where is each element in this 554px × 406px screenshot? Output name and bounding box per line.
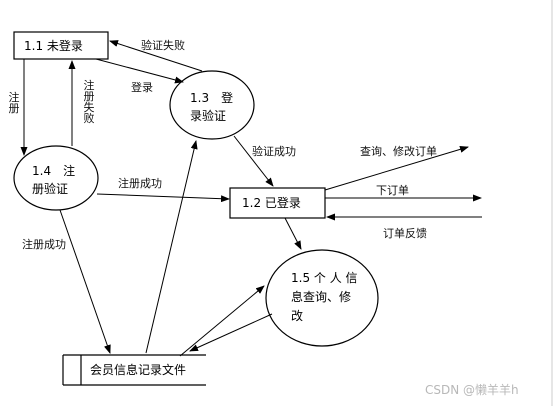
node-label-line: 1.5 个 人 信 — [291, 271, 358, 285]
node-label-not-logged-in: 1.1 未登录 — [24, 39, 83, 53]
arrow-to-personal-info — [284, 217, 302, 250]
arrow-personal-info-to-file — [189, 313, 273, 352]
flow-label-register-fail: 注册失败 — [83, 80, 95, 124]
node-label-personal-info: 1.5 个 人 信 息查询、修 改 — [291, 269, 373, 326]
arrow-query-modify-order — [324, 145, 469, 191]
process-ellipse-personal-info — [265, 249, 379, 347]
flow-label-query-modify-order: 查询、修改订单 — [360, 145, 437, 158]
watermark: CSDN @懒羊羊h — [425, 383, 519, 397]
arrow-file-to-login-verify — [145, 140, 198, 354]
arrow-verify-fail — [109, 40, 203, 72]
vertical-label-char: 败 — [83, 112, 95, 125]
arrow-register-success-right — [96, 193, 230, 203]
flow-label-place-order: 下订单 — [376, 184, 409, 197]
node-label-login-verify: 1.3 登 录验证 — [190, 89, 240, 125]
flow-label-verify-success: 验证成功 — [252, 145, 296, 158]
vertical-label-text: 注册失败 — [83, 80, 95, 124]
data-store-label: 会员信息记录文件 — [90, 363, 187, 377]
flow-label-register-success-down: 注册成功 — [22, 238, 66, 251]
vertical-label-text: 注册 — [8, 92, 20, 114]
page-border — [551, 0, 553, 406]
process-box-not-logged-in — [13, 31, 109, 60]
vertical-label-char: 册 — [8, 102, 20, 115]
node-label-line: 1.3 登 — [190, 91, 234, 105]
data-store-member-file — [62, 354, 206, 386]
vertical-label-char: 册 — [83, 90, 95, 103]
process-ellipse-login-verify — [169, 70, 255, 140]
flow-label-verify-fail: 验证失败 — [141, 39, 185, 52]
node-label-line: 息查询、修 — [291, 290, 352, 304]
node-label-register-verify: 1.4 注 册验证 — [32, 162, 84, 198]
arrow-verify-success — [233, 135, 274, 187]
flow-label-login: 登录 — [131, 81, 153, 94]
flow-label-register: 注册 — [8, 92, 20, 114]
vertical-label-char: 注 — [8, 91, 20, 104]
process-ellipse-register-verify — [13, 145, 99, 211]
flow-label-order-feedback: 订单反馈 — [383, 227, 427, 240]
node-label-line: 1.4 注 — [32, 164, 76, 178]
arrow-file-to-personal-info — [179, 285, 265, 357]
arrow-login — [95, 58, 184, 84]
process-box-logged-in — [229, 187, 326, 219]
node-label-logged-in: 1.2 已登录 — [242, 196, 301, 210]
vertical-label-char: 注 — [83, 79, 95, 92]
flow-label-register-success-right: 注册成功 — [118, 177, 162, 190]
node-label-line: 改 — [291, 309, 304, 323]
node-label-line: 录验证 — [190, 109, 227, 123]
arrow-register-success-down — [59, 209, 111, 354]
vertical-label-char: 失 — [83, 101, 95, 114]
node-label-line: 册验证 — [32, 182, 69, 196]
